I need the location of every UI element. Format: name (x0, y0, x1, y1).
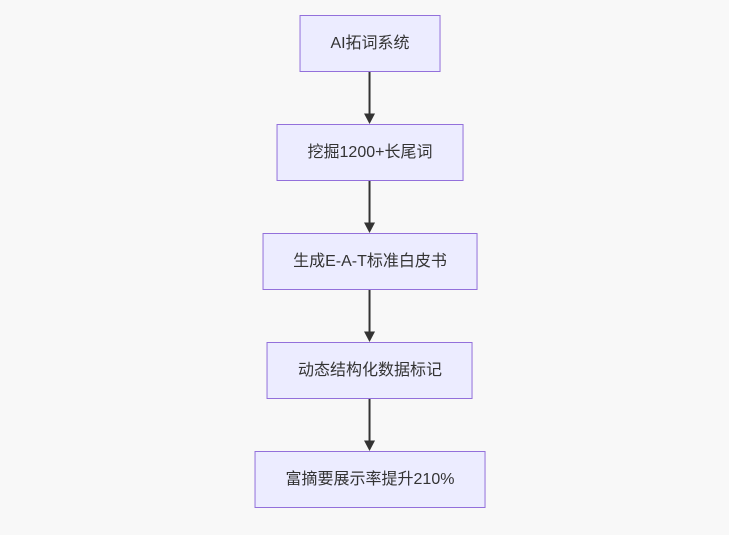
arrow-down-icon (364, 399, 376, 451)
arrow-down-icon (364, 290, 376, 342)
flow-node-label: 富摘要展示率提升210% (285, 470, 455, 488)
flow-node-label: 生成E-A-T标准白皮书 (293, 252, 447, 270)
arrow-down-icon (364, 181, 376, 233)
flow-node-ai-keyword-system: AI拓词系统 (299, 15, 441, 72)
flow-node-rich-snippet-result: 富摘要展示率提升210% (254, 451, 486, 508)
flow-node-label: AI拓词系统 (330, 34, 410, 52)
flow-node-label: 动态结构化数据标记 (297, 361, 442, 379)
flow-node-label: 挖掘1200+长尾词 (307, 143, 433, 161)
flow-node-eat-whitepaper: 生成E-A-T标准白皮书 (262, 233, 478, 290)
flow-node-longtail-mining: 挖掘1200+长尾词 (276, 124, 464, 181)
flowchart: AI拓词系统 挖掘1200+长尾词 生成E-A-T标准白皮书 动态结构化数据标记… (254, 15, 486, 508)
arrow-down-icon (364, 72, 376, 124)
flow-node-structured-data-markup: 动态结构化数据标记 (266, 342, 473, 399)
